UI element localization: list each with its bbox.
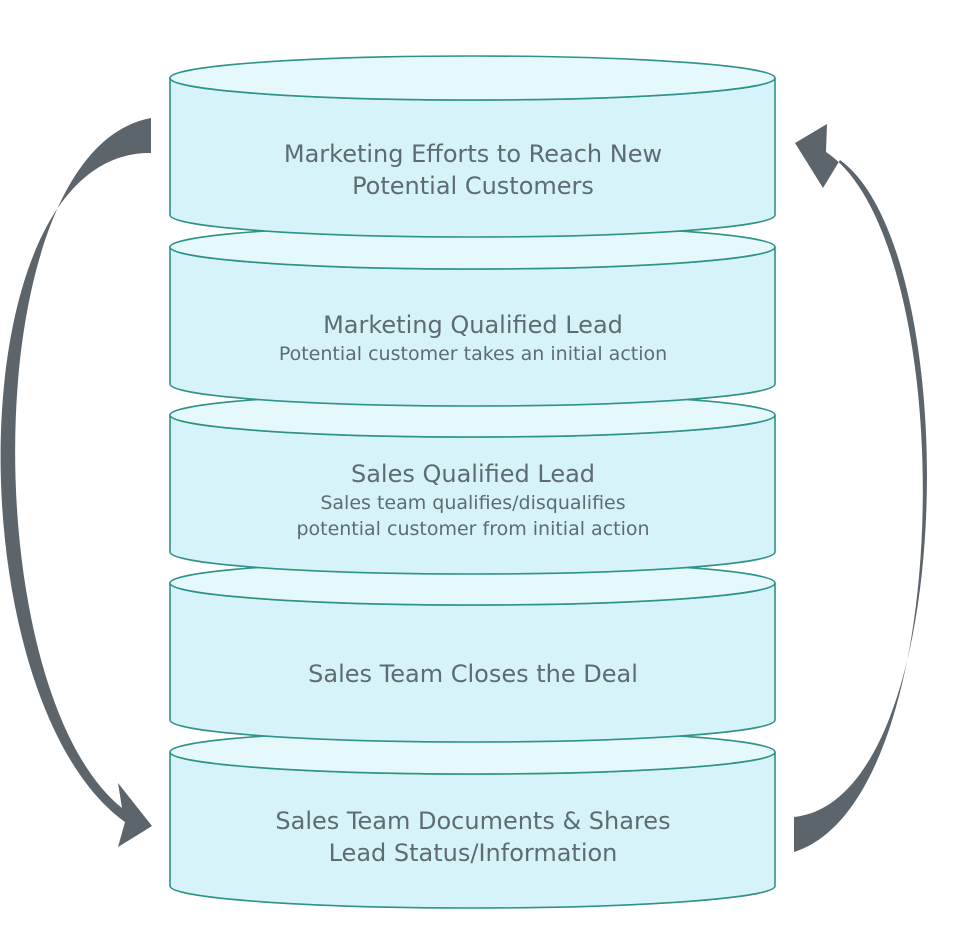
cylinder-layer-2 [169,224,776,407]
layer-3-title: Sales Qualified Lead [350,460,596,488]
layer-5-label: Sales Team Documents & Shares Lead Statu… [170,805,776,869]
layer-5-title-line-1: Sales Team Documents & Shares [275,807,671,835]
layer-2-subtitle: Potential customer takes an initial acti… [278,343,668,365]
cylinder-layer-5 [169,729,776,909]
left-cycle-arrow [0,118,152,847]
cylinder-layer-4 [169,560,776,743]
cylinder-layer-1 [169,55,776,238]
layer-2-title: Marketing Qualified Lead [323,311,623,339]
right-cycle-arrow [794,124,927,852]
layer-4-title: Sales Team Closes the Deal [308,660,638,688]
cycle-arrows [0,118,927,852]
cylinder-stack [169,55,776,909]
layer-5-title-line-2: Lead Status/Information [328,839,618,867]
layer-4-label: Sales Team Closes the Deal [170,658,776,690]
layer-1-title-line-1: Marketing Efforts to Reach New [283,140,663,168]
layer-3-subtitle-line-2: potential customer from initial action [296,518,650,540]
layer-1-label: Marketing Efforts to Reach New Potential… [170,138,776,202]
layer-3-label: Sales Qualified Lead Sales team qualifie… [170,458,776,542]
layer-2-label: Marketing Qualified Lead Potential custo… [170,309,776,367]
layer-3-subtitle-line-1: Sales team qualifies/disqualifies [320,492,626,514]
cylinder-layer-3 [169,392,776,575]
cylinder-top-1 [169,55,776,101]
layer-1-title-line-2: Potential Customers [352,172,594,200]
